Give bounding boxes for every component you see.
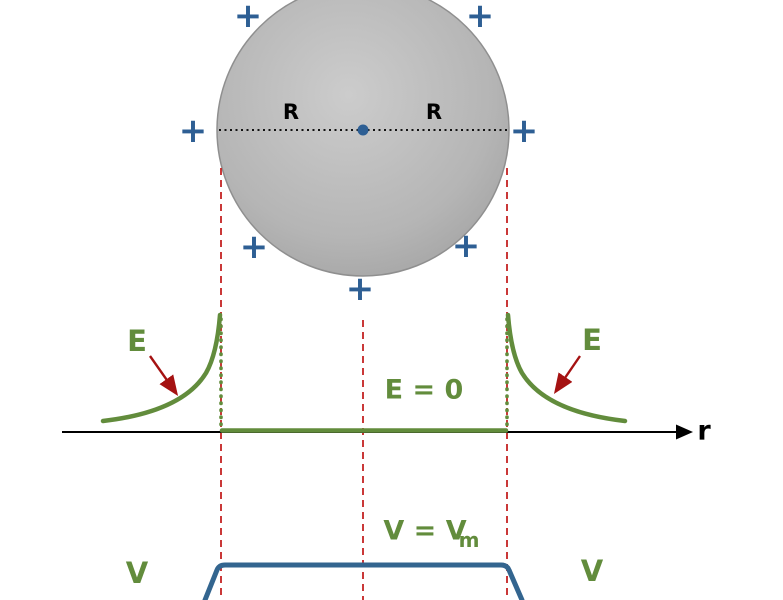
sphere-center-dot <box>357 124 369 136</box>
v-plateau-label-subscript: m <box>459 528 480 552</box>
plus-charge-icon-bottom-right: + <box>452 226 481 266</box>
e-field-curve-left <box>100 312 223 424</box>
e-label-right: E <box>582 323 602 357</box>
radius-label-left: R <box>283 100 299 124</box>
e-zero-label: E = 0 <box>385 375 464 406</box>
plus-charge-icon-bottom-left: + <box>240 227 269 267</box>
e-pointer-arrow-right <box>553 355 581 394</box>
plus-charge-icon-right: + <box>510 111 539 151</box>
e-field-curve-right <box>505 312 628 424</box>
e-label-left: E <box>127 324 147 358</box>
radius-label-right: R <box>426 100 442 124</box>
potential-curve <box>202 562 525 600</box>
plus-charge-icon-left: + <box>179 111 208 151</box>
plus-charge-icon-top-left: + <box>234 0 263 36</box>
e-pointer-arrow-left <box>149 355 179 396</box>
v-plateau-label: V = V <box>383 516 466 547</box>
plus-charge-icon-top-right: + <box>466 0 495 36</box>
plus-charge-icon-bottom: + <box>346 269 375 309</box>
v-label-right: V <box>581 554 604 588</box>
charged-sphere <box>216 0 510 277</box>
r-axis-label: r <box>697 416 711 447</box>
v-label-left: V <box>126 556 149 590</box>
r-axis-arrowhead-icon <box>676 424 693 440</box>
